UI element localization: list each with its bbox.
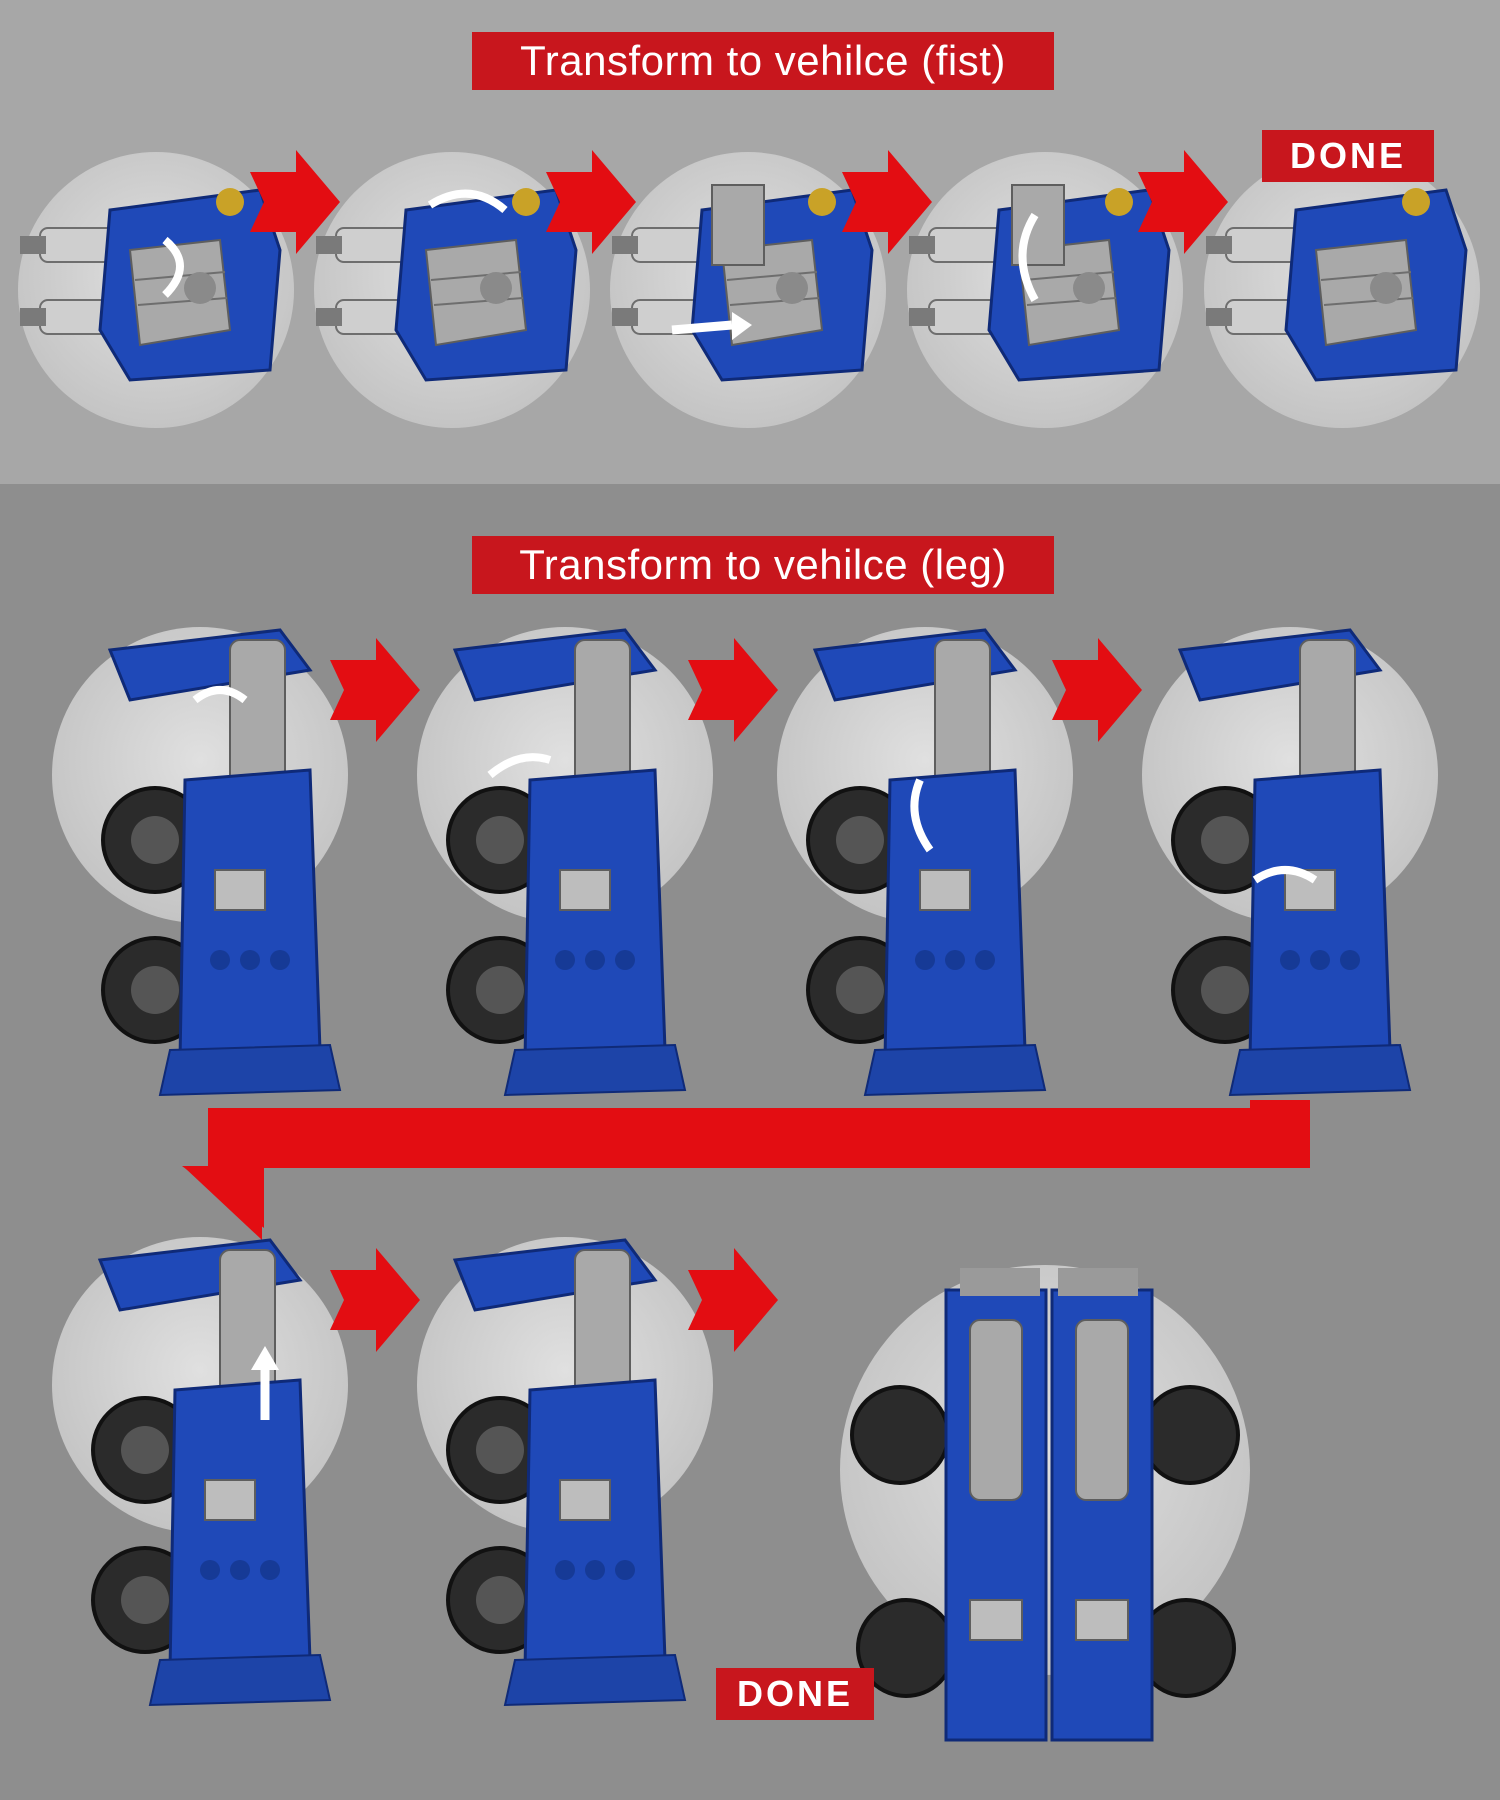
fist-done-badge: DONE <box>1262 130 1434 182</box>
direction-arrow-icon <box>251 1346 279 1370</box>
flow-arrow <box>330 638 420 742</box>
rotate-arrow-icon <box>910 778 934 853</box>
direction-arrow-icon <box>732 312 752 340</box>
flow-arrow <box>330 1248 420 1352</box>
leg-step-3 <box>777 627 1073 1097</box>
rotate-arrow-icon <box>1252 866 1318 884</box>
fist-step-2 <box>314 152 590 428</box>
leg-step-4 <box>1142 627 1438 1097</box>
rotate-arrow-icon <box>1018 212 1039 302</box>
leg-step-done <box>840 1265 1250 1742</box>
fist-step-1 <box>18 152 294 428</box>
rotate-arrow-icon <box>427 189 508 214</box>
fist-step-3 <box>610 152 886 428</box>
leg-step-1 <box>52 627 348 1097</box>
leg-step-5 <box>52 1237 348 1707</box>
leg-done-badge: DONE <box>716 1668 874 1720</box>
fist-step-4 <box>907 152 1183 428</box>
rotate-arrow-icon <box>487 753 552 779</box>
leg-section-title: Transform to vehilce (leg) <box>472 536 1054 594</box>
flow-arrow <box>1052 638 1142 742</box>
rotate-arrow-icon <box>192 686 248 704</box>
row-connector-arrow <box>182 1100 1310 1240</box>
leg-step-2 <box>417 627 713 1097</box>
leg-step-6 <box>417 1237 713 1707</box>
fist-step-done <box>1204 152 1480 428</box>
fist-section-title: Transform to vehilce (fist) <box>472 32 1054 90</box>
rotate-arrow-icon <box>162 236 184 298</box>
